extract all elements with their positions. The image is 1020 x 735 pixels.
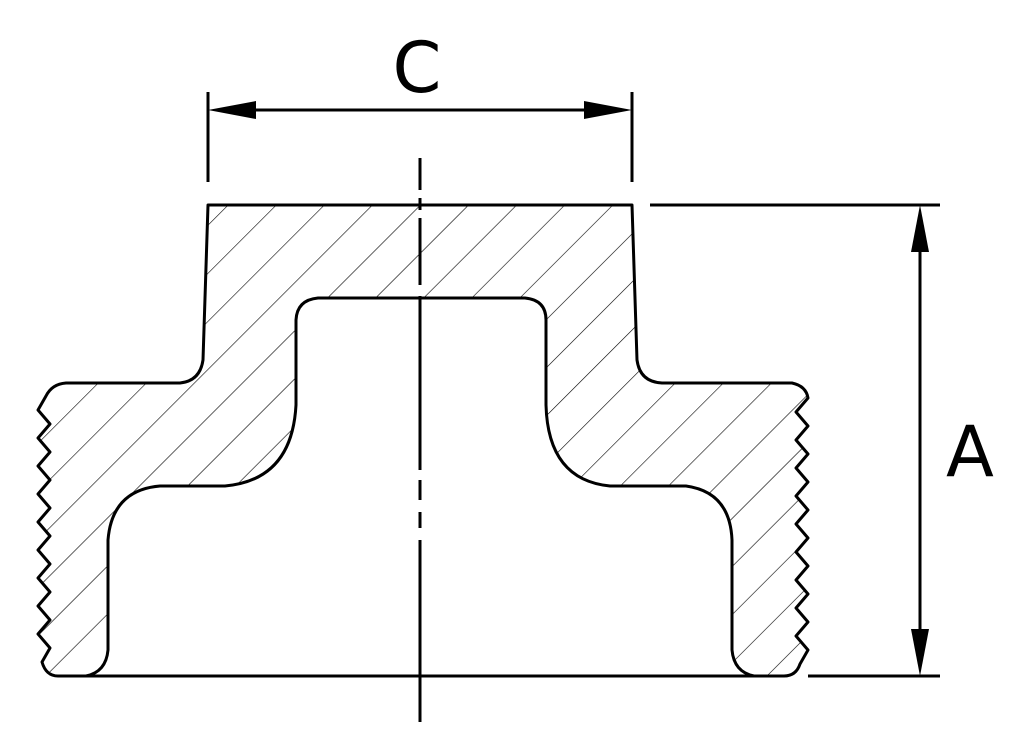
arrowhead-top [911,205,929,252]
arrowhead-bottom [911,629,929,676]
dimension-label-c: C [393,27,442,109]
arrowhead-right [584,101,632,119]
dimension-c [206,92,634,182]
section-body [36,203,810,678]
dimension-a [650,203,940,678]
arrowhead-left [208,101,256,119]
dimension-label-a: A [946,411,994,493]
